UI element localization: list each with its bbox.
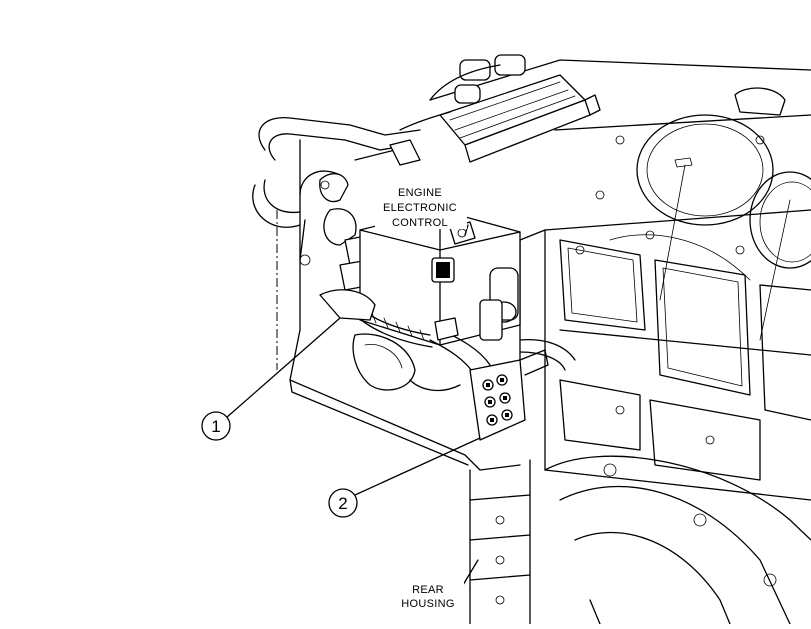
ecm-label-line-1: ENGINE <box>398 187 442 199</box>
callout-2: 2 <box>328 488 358 518</box>
top-rail <box>399 54 601 163</box>
ecm-label: ENGINE ELECTRONIC CONTROL <box>375 185 467 229</box>
engine-ecm <box>359 209 521 346</box>
side-covers <box>559 234 811 481</box>
wiring-harness <box>319 289 576 392</box>
callout-2-number: 2 <box>338 494 347 513</box>
engine-block <box>289 59 811 625</box>
callout-1: 1 <box>201 411 231 441</box>
ecm-label-line-3: CONTROL <box>392 217 448 229</box>
rear-housing-label-line-1: REAR <box>412 584 444 596</box>
ecm-label-line-2: ELECTRONIC <box>383 202 457 214</box>
callout-1-number: 1 <box>211 417 220 436</box>
centerlines <box>276 210 546 470</box>
rear-housing-label-line-2: HOUSING <box>401 598 454 610</box>
rear-housing-label: REAR HOUSING <box>392 580 464 612</box>
connector-bracket <box>469 349 549 441</box>
cylinder-head <box>575 87 811 341</box>
